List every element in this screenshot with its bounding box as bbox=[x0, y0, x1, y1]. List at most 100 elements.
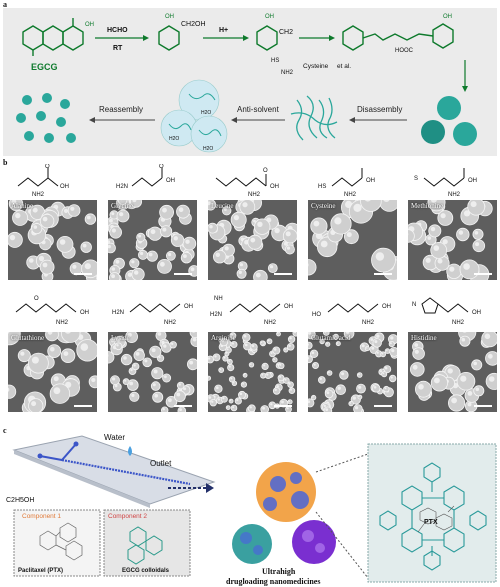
sem-label-methionine: Methionine bbox=[411, 202, 444, 210]
sem-particle bbox=[335, 384, 347, 395]
methionine-s: S bbox=[414, 176, 418, 182]
sem-particle bbox=[176, 381, 185, 390]
sem-particle bbox=[272, 357, 278, 363]
sem-particle-highlight bbox=[168, 252, 172, 257]
sem-particle-highlight bbox=[20, 351, 25, 356]
sem-particle bbox=[142, 357, 152, 368]
sem-particle-highlight bbox=[164, 375, 167, 379]
ptx-molecule-center bbox=[417, 505, 455, 533]
sem-particle-highlight bbox=[430, 226, 436, 232]
sem-particle bbox=[151, 367, 164, 380]
cysteine-hs: HS bbox=[318, 184, 326, 190]
sem-image-alanine: Alanine bbox=[8, 200, 97, 280]
sem-particle bbox=[324, 389, 334, 399]
arginine-h2n: H2N bbox=[210, 312, 222, 318]
sem-particle-highlight bbox=[290, 388, 292, 391]
sem-particle-highlight bbox=[384, 387, 387, 390]
sem-particle-highlight bbox=[244, 343, 248, 347]
sem-particle bbox=[325, 341, 331, 347]
sem-particle-highlight bbox=[433, 245, 440, 251]
sem-particle-highlight bbox=[162, 227, 167, 232]
sem-particle bbox=[259, 340, 265, 346]
sem-particle bbox=[150, 381, 161, 391]
sem-image-cysteine: Cysteine bbox=[308, 200, 397, 280]
sem-particle-highlight bbox=[326, 342, 328, 345]
ptx-structure bbox=[39, 522, 83, 561]
sem-particle-highlight bbox=[484, 333, 491, 340]
sem-particle bbox=[248, 362, 255, 368]
sem-particle-highlight bbox=[189, 360, 194, 365]
sem-particle bbox=[116, 209, 130, 223]
egcg-label: EGCG bbox=[31, 62, 58, 72]
sem-particle bbox=[272, 387, 281, 395]
sem-particle-highlight bbox=[284, 378, 287, 381]
structure-glutathione: O NH2 OH bbox=[15, 296, 89, 326]
sem-particle-highlight bbox=[320, 340, 323, 342]
sem-particle bbox=[456, 227, 470, 242]
sem-particle-highlight bbox=[373, 386, 377, 389]
sem-particle-highlight bbox=[226, 406, 229, 408]
sem-particle-highlight bbox=[288, 344, 291, 347]
structure-methionine: S NH2 OH bbox=[414, 168, 477, 198]
sem-particle bbox=[209, 398, 218, 407]
sem-particle-highlight bbox=[251, 344, 255, 348]
sem-particle-highlight bbox=[284, 348, 286, 350]
microfluidic-scheme: Water Outlet C2H5OH Component 1 Paclitax… bbox=[6, 433, 497, 586]
sem-particle bbox=[283, 347, 289, 353]
sem-particle-highlight bbox=[257, 221, 263, 227]
sem-particle bbox=[169, 341, 177, 349]
component1-label: Component 1 bbox=[22, 513, 61, 520]
panel-b-sem-grid: NH2 OH O H2N OH O NH2 OH O HS NH2 OH S N… bbox=[0, 160, 500, 428]
sem-particle bbox=[208, 375, 211, 381]
sem-particle-highlight bbox=[108, 240, 111, 244]
sem-particle-highlight bbox=[242, 382, 244, 385]
sem-particle-highlight bbox=[208, 376, 209, 379]
disassembly-arrow-head bbox=[349, 117, 355, 123]
sem-particle bbox=[278, 362, 285, 369]
sem-particle bbox=[212, 353, 221, 362]
sem-particle bbox=[108, 351, 115, 364]
sem-particle bbox=[287, 335, 296, 343]
methionine-oh: OH bbox=[468, 178, 477, 184]
sem-particle-highlight bbox=[224, 246, 229, 251]
sem-particle bbox=[380, 351, 386, 358]
sem-particle-highlight bbox=[366, 347, 368, 349]
sem-particle bbox=[47, 344, 62, 359]
scale-bar bbox=[474, 273, 492, 275]
sem-particles-alanine bbox=[8, 200, 97, 280]
sem-particle bbox=[388, 341, 395, 348]
sem-particle bbox=[114, 342, 123, 351]
outlet-label: Outlet bbox=[150, 459, 172, 468]
scale-bar bbox=[174, 405, 192, 407]
sem-particle-highlight bbox=[313, 220, 320, 227]
sem-label-glycine: Glycine bbox=[111, 202, 134, 210]
sem-particle-highlight bbox=[131, 260, 135, 264]
sem-particle bbox=[110, 375, 120, 386]
glycine-o: O bbox=[159, 164, 164, 170]
sem-particle-highlight bbox=[273, 348, 277, 351]
sem-particles-histidine bbox=[410, 332, 497, 412]
sem-particle-highlight bbox=[475, 242, 480, 247]
sem-particle-highlight bbox=[414, 349, 419, 354]
sem-particle bbox=[131, 362, 140, 371]
sem-particle-highlight bbox=[390, 376, 393, 379]
sem-particle-highlight bbox=[53, 387, 61, 395]
egcg-colloid-structure bbox=[127, 526, 163, 565]
sem-particle-highlight bbox=[308, 357, 310, 360]
sem-particle-highlight bbox=[461, 337, 466, 342]
sem-particle-highlight bbox=[250, 363, 252, 365]
sem-particle-highlight bbox=[216, 386, 219, 389]
sem-particle bbox=[39, 259, 55, 275]
sem-particle bbox=[67, 204, 81, 217]
sem-particle-highlight bbox=[293, 332, 297, 334]
sem-particle-highlight bbox=[279, 375, 282, 378]
sem-particle bbox=[371, 247, 396, 273]
sem-particle bbox=[481, 332, 497, 348]
sem-particle bbox=[227, 363, 235, 372]
sem-particle bbox=[214, 384, 223, 393]
sem-particle-highlight bbox=[379, 370, 383, 373]
sem-particle bbox=[159, 204, 174, 220]
reassembly-label: Reassembly bbox=[99, 105, 143, 114]
sem-particle bbox=[266, 338, 273, 345]
structure-histidine: N NH2 OH bbox=[412, 297, 481, 326]
